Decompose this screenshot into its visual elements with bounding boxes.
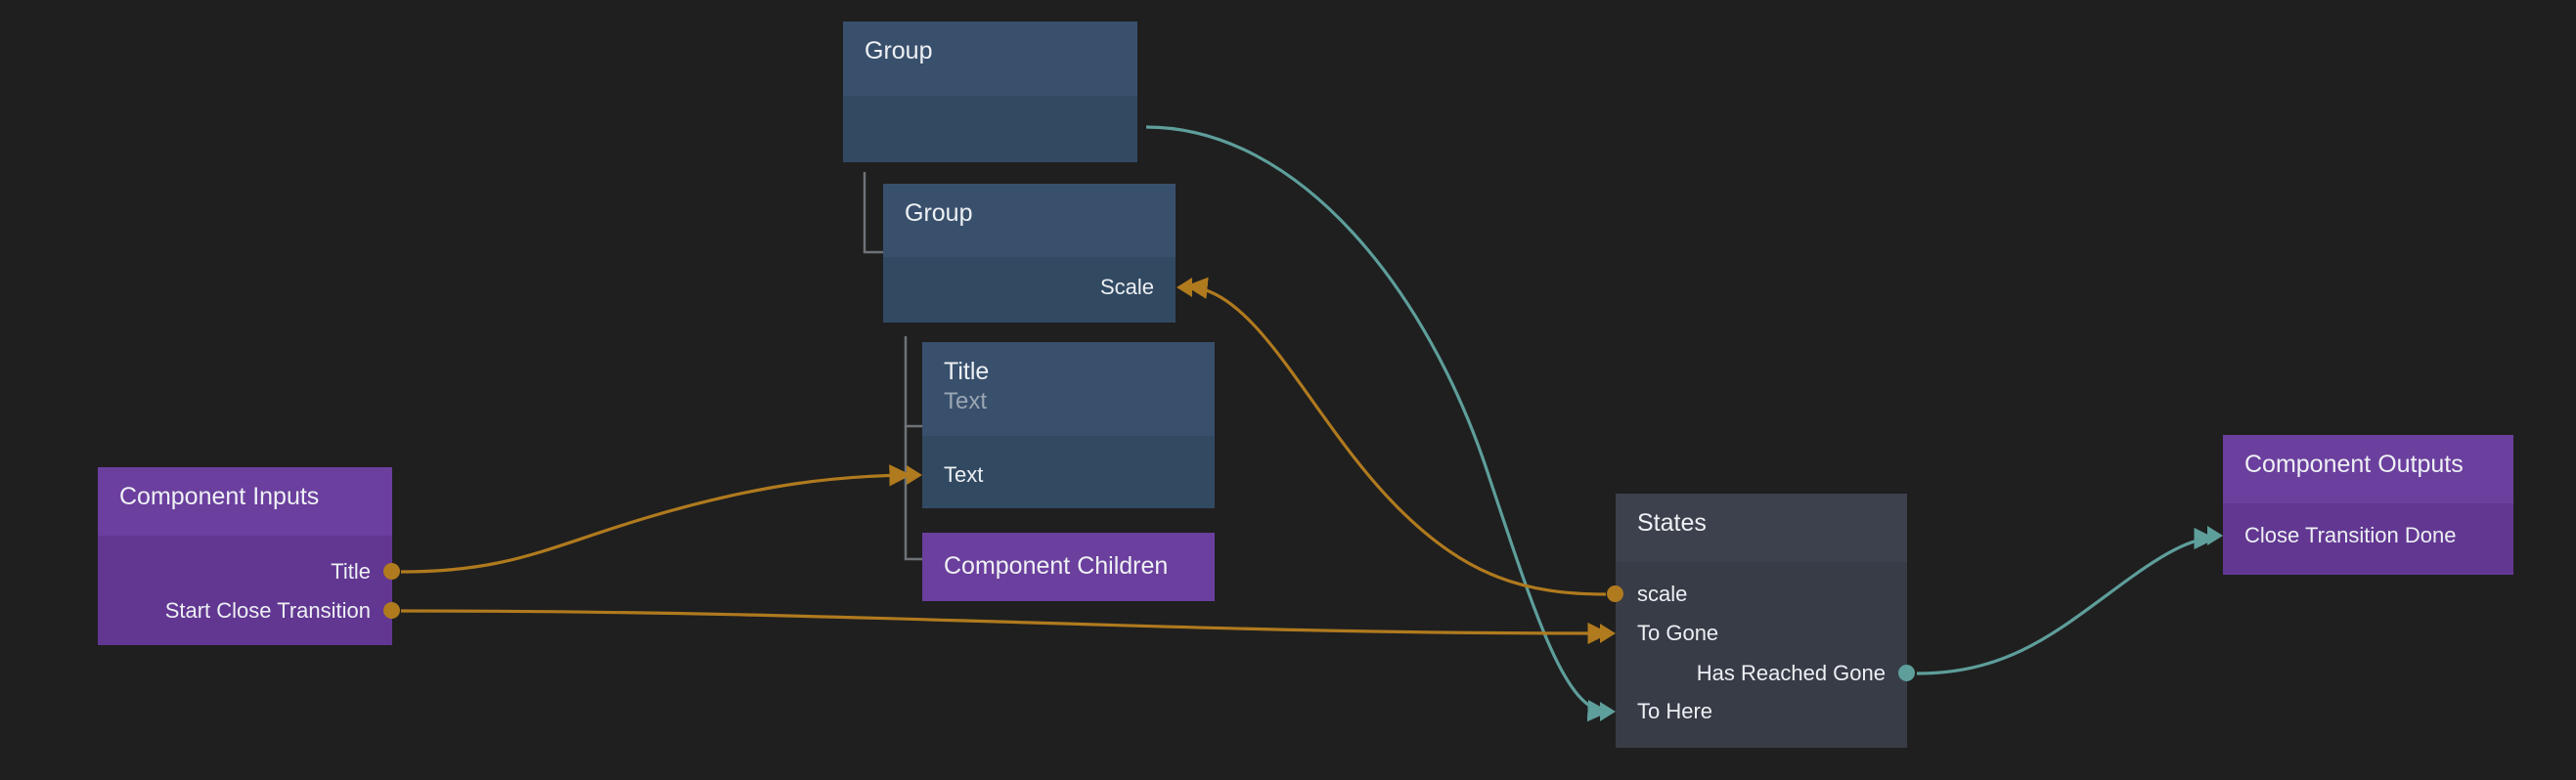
port-scale-out-connector[interactable] bbox=[1177, 278, 1192, 297]
node-group-inner-title: Group bbox=[905, 199, 973, 227]
port-close-transition-done-label: Close Transition Done bbox=[2244, 523, 2457, 547]
node-group-outer-title: Group bbox=[865, 37, 933, 65]
node-component-children-title: Component Children bbox=[944, 552, 1169, 581]
port-close-transition-done-connector[interactable] bbox=[2207, 526, 2223, 545]
node-group-inner-body: Scale bbox=[883, 257, 1192, 323]
port-states-scale-label: scale bbox=[1637, 582, 1688, 606]
port-states-to-gone[interactable]: To Gone bbox=[1616, 621, 1718, 646]
port-inputs-title-connector[interactable] bbox=[383, 563, 400, 580]
port-text-in[interactable]: Text bbox=[922, 462, 983, 488]
port-states-scale-connector[interactable] bbox=[1607, 585, 1623, 602]
port-states-to-gone-label: To Gone bbox=[1637, 621, 1719, 645]
port-inputs-start-close-transition-connector[interactable] bbox=[383, 602, 400, 619]
node-states-body: scale To Gone Has Reached Gone To Here bbox=[1600, 562, 1915, 748]
port-states-to-here-connector[interactable] bbox=[1600, 702, 1616, 721]
port-states-scale[interactable]: scale bbox=[1616, 582, 1687, 607]
node-title-body: Text bbox=[907, 436, 1215, 508]
node-title-title: Title bbox=[944, 358, 990, 385]
port-inputs-start-close-transition[interactable]: Start Close Transition bbox=[165, 598, 392, 624]
port-text-in-connector[interactable] bbox=[907, 465, 922, 485]
edge-did-mount-to-to-here bbox=[1145, 125, 1610, 722]
edge-scale-to-group-scale bbox=[1185, 277, 1607, 596]
node-title[interactable]: Title Text Text bbox=[907, 342, 1215, 508]
node-title-header: Title Text bbox=[922, 342, 1215, 436]
port-states-to-here[interactable]: To Here bbox=[1616, 699, 1712, 724]
node-states[interactable]: States scale To Gone Has Reached Gone To… bbox=[1600, 494, 1915, 748]
node-group-outer-header: Group bbox=[843, 22, 1137, 96]
port-scale-out[interactable]: Scale bbox=[1100, 275, 1176, 300]
port-text-in-label: Text bbox=[944, 462, 984, 487]
node-group-outer[interactable]: Group Did Mount bbox=[843, 22, 1145, 212]
port-states-has-reached-gone[interactable]: Has Reached Gone bbox=[1697, 661, 1907, 686]
port-close-transition-done[interactable]: Close Transition Done bbox=[2223, 523, 2456, 548]
node-component-inputs-title: Component Inputs bbox=[119, 483, 320, 510]
port-states-to-here-label: To Here bbox=[1637, 699, 1713, 723]
node-component-inputs[interactable]: Component Inputs Title Start Close Trans… bbox=[98, 467, 400, 645]
edge-inputs-title-to-text bbox=[400, 464, 911, 574]
node-title-subtitle: Text bbox=[944, 387, 988, 414]
port-scale-out-label: Scale bbox=[1099, 275, 1154, 299]
port-inputs-start-close-transition-label: Start Close Transition bbox=[164, 598, 371, 623]
edge-has-reached-gone-to-close-done bbox=[1916, 527, 2216, 675]
node-component-outputs-header: Component Outputs bbox=[2223, 435, 2513, 503]
port-states-has-reached-gone-connector[interactable] bbox=[1898, 665, 1915, 681]
node-component-outputs-title: Component Outputs bbox=[2244, 451, 2464, 478]
node-states-header: States bbox=[1616, 494, 1907, 562]
node-states-title: States bbox=[1637, 509, 1707, 537]
node-group-outer-body: Did Mount bbox=[843, 96, 1145, 212]
port-inputs-title-label: Title bbox=[331, 559, 371, 584]
port-states-has-reached-gone-label: Has Reached Gone bbox=[1696, 661, 1886, 685]
node-component-children[interactable]: Component Children bbox=[922, 533, 1215, 601]
node-component-inputs-body: Title Start Close Transition bbox=[98, 536, 400, 645]
node-component-outputs[interactable]: Component Outputs Close Transition Done bbox=[2207, 435, 2513, 575]
port-inputs-title[interactable]: Title bbox=[331, 559, 392, 585]
node-component-inputs-header: Component Inputs bbox=[98, 467, 392, 536]
node-group-inner[interactable]: Group Scale bbox=[883, 184, 1192, 323]
edge-start-close-to-to-gone bbox=[400, 609, 1610, 645]
node-group-inner-header: Group bbox=[883, 184, 1176, 257]
node-component-outputs-body: Close Transition Done bbox=[2207, 503, 2513, 575]
port-states-to-gone-connector[interactable] bbox=[1600, 624, 1616, 643]
node-component-children-header: Component Children bbox=[922, 533, 1215, 601]
